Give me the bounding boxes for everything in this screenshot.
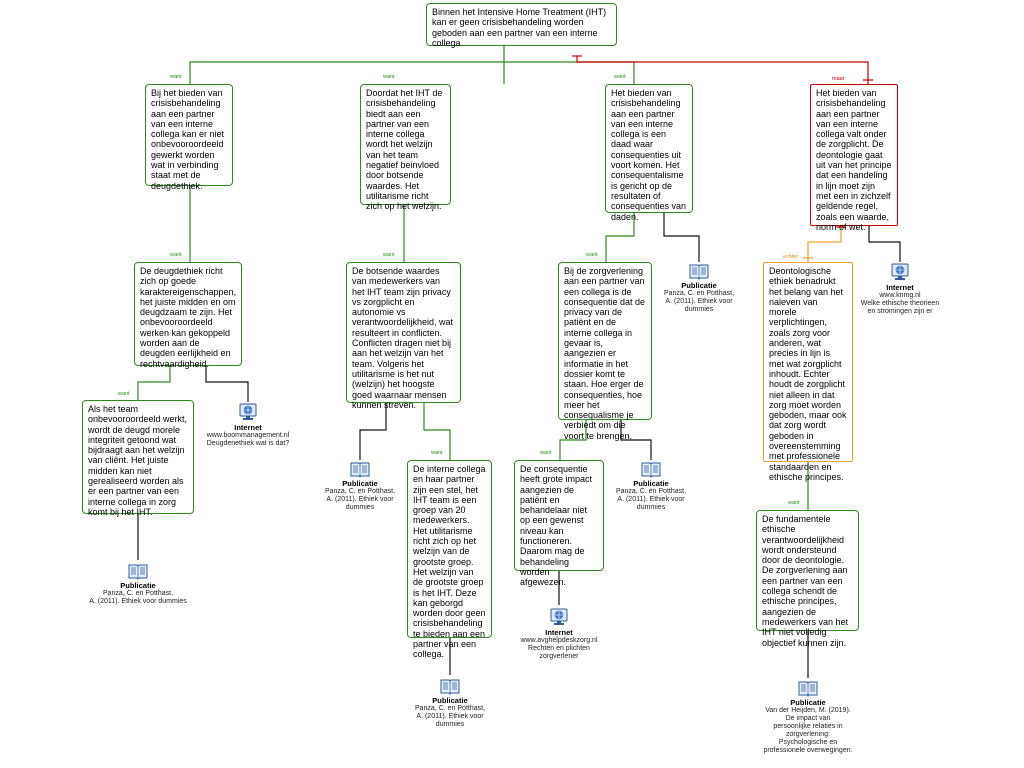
rebuttal-link bbox=[807, 226, 842, 262]
source-type: Publicatie bbox=[633, 479, 669, 488]
book-icon bbox=[440, 679, 460, 695]
argument-box-consequentialisme[interactable]: Het bieden van crisisbehandeling aan een… bbox=[605, 84, 693, 222]
source-line: A. (2011). Ethiek voor dummies bbox=[665, 298, 733, 313]
source-type: Internet bbox=[545, 628, 573, 637]
source-line: Panza, C. en Potthast, bbox=[324, 488, 396, 495]
support-link bbox=[504, 61, 635, 84]
argument-box-deugden[interactable]: De deugdethiek richt zich op goede karak… bbox=[134, 262, 242, 369]
source-internet-knmg[interactable]: Internet www.knmg.nl Welke ethische theo… bbox=[858, 262, 942, 316]
source-publicatie-panza-1[interactable]: Publicatie Panza, C. en Potthast, A. (20… bbox=[88, 562, 188, 606]
source-line: Welke ethische theorieen en stromingen z… bbox=[860, 300, 940, 315]
source-line: Rechten en plichten zorgverlener bbox=[528, 645, 590, 660]
support-link bbox=[423, 403, 451, 460]
globe-monitor-icon bbox=[891, 263, 909, 280]
support-label: want bbox=[614, 74, 626, 80]
source-type: Publicatie bbox=[681, 281, 717, 290]
book-icon bbox=[689, 264, 709, 280]
rebuttal-box-zorgplicht[interactable]: Deontologische ethiek benadrukt het bela… bbox=[763, 262, 853, 482]
source-internet-avghelpdeskzorg[interactable]: Internet www.avghelpdeskzorg.nl Rechten … bbox=[509, 607, 609, 661]
support-label: want bbox=[788, 500, 800, 506]
source-line: www.knmg.nl bbox=[879, 292, 921, 299]
source-line: Panza, C. en Potthast, bbox=[615, 488, 687, 495]
source-publicatie-vanderheijden[interactable]: Publicatie Van der Heijden, M. (2019). D… bbox=[762, 679, 854, 755]
source-line: Panza, C. en Potthast, bbox=[663, 290, 735, 297]
book-icon bbox=[641, 462, 661, 478]
source-line: Deugdenethiek wat is dat? bbox=[206, 440, 290, 447]
objection-link bbox=[576, 56, 869, 84]
support-link bbox=[137, 366, 171, 400]
source-line: Panza, C. en Potthast, bbox=[102, 590, 174, 597]
source-internet-boommanagement[interactable]: Internet www.boommanagement.nl Deugdenet… bbox=[198, 402, 298, 448]
source-link bbox=[359, 403, 387, 460]
argument-box-ethische-verantwoordelijkheid[interactable]: De fundamentele ethische verantwoordelij… bbox=[756, 510, 859, 648]
source-line: A. (2011). Ethiek voor dummies bbox=[326, 496, 394, 511]
support-link bbox=[189, 46, 505, 84]
argument-box-morele-integriteit[interactable]: Als het team onbevooroordeeld werkt, wor… bbox=[82, 400, 194, 517]
argument-box-botsende-waardes[interactable]: De botsende waardes van medewerkers van … bbox=[346, 262, 461, 410]
argument-box-privacy[interactable]: Bij de zorgverlening aan een partner van… bbox=[558, 262, 652, 441]
source-type: Publicatie bbox=[790, 698, 826, 707]
support-link bbox=[605, 213, 635, 262]
support-label: want bbox=[586, 252, 598, 258]
source-line: www.avghelpdeskzorg.nl bbox=[520, 637, 598, 644]
source-line: Panza, C. en Potthast, bbox=[414, 705, 486, 712]
source-line: persoonlijke relaties in zorgverlening: … bbox=[763, 723, 853, 754]
book-icon bbox=[128, 564, 148, 580]
support-label: want bbox=[383, 74, 395, 80]
source-type: Internet bbox=[234, 423, 262, 432]
argument-box-grootste-groep[interactable]: De interne collega en haar partner zijn … bbox=[407, 460, 492, 659]
support-label: want bbox=[170, 74, 182, 80]
source-link bbox=[205, 366, 249, 402]
objection-box-deontologie[interactable]: Het bieden van crisisbehandeling aan een… bbox=[810, 84, 898, 232]
support-label: want bbox=[383, 252, 395, 258]
source-type: Publicatie bbox=[120, 581, 156, 590]
source-line: Van der Heijden, M. (2019). De impact va… bbox=[765, 707, 851, 722]
source-link bbox=[663, 213, 700, 262]
argument-box-utilitarisme[interactable]: Doordat het IHT de crisisbehandeling bie… bbox=[360, 84, 451, 211]
argument-box-impact[interactable]: De consequentie heeft grote impact aange… bbox=[514, 460, 604, 587]
argument-box-deugdethiek[interactable]: Bij het bieden van crisisbehandeling aan… bbox=[145, 84, 233, 191]
source-line: A. (2011). Ethiek voor dummies bbox=[89, 598, 187, 605]
support-link bbox=[559, 420, 587, 460]
globe-monitor-icon bbox=[239, 403, 257, 420]
book-icon bbox=[798, 681, 818, 697]
source-line: A. (2011). Ethiek voor dummies bbox=[617, 496, 685, 511]
source-type: Publicatie bbox=[342, 479, 378, 488]
source-link bbox=[620, 420, 652, 460]
rebuttal-label: echter bbox=[783, 254, 799, 260]
source-publicatie-panza-4[interactable]: Publicatie Panza, C. en Potthast, A. (20… bbox=[654, 262, 744, 314]
source-type: Internet bbox=[886, 283, 914, 292]
source-publicatie-panza-3[interactable]: Publicatie Panza, C. en Potthast, A. (20… bbox=[405, 677, 495, 729]
source-type: Publicatie bbox=[432, 696, 468, 705]
support-label: want bbox=[118, 391, 130, 397]
support-label: want bbox=[540, 450, 552, 456]
main-claim-box[interactable]: Binnen het Intensive Home Treatment (IHT… bbox=[426, 3, 617, 48]
support-label: want bbox=[431, 450, 443, 456]
source-link bbox=[868, 226, 901, 262]
source-line: www.boommanagement.nl bbox=[206, 432, 290, 439]
source-publicatie-panza-5[interactable]: Publicatie Panza, C. en Potthast, A. (20… bbox=[606, 460, 696, 512]
source-line: A. (2011). Ethiek voor dummies bbox=[416, 713, 484, 728]
objection-label: maar bbox=[832, 76, 845, 82]
book-icon bbox=[350, 462, 370, 478]
globe-monitor-icon bbox=[550, 608, 568, 625]
source-publicatie-panza-2[interactable]: Publicatie Panza, C. en Potthast, A. (20… bbox=[315, 460, 405, 512]
support-label: want bbox=[170, 252, 182, 258]
